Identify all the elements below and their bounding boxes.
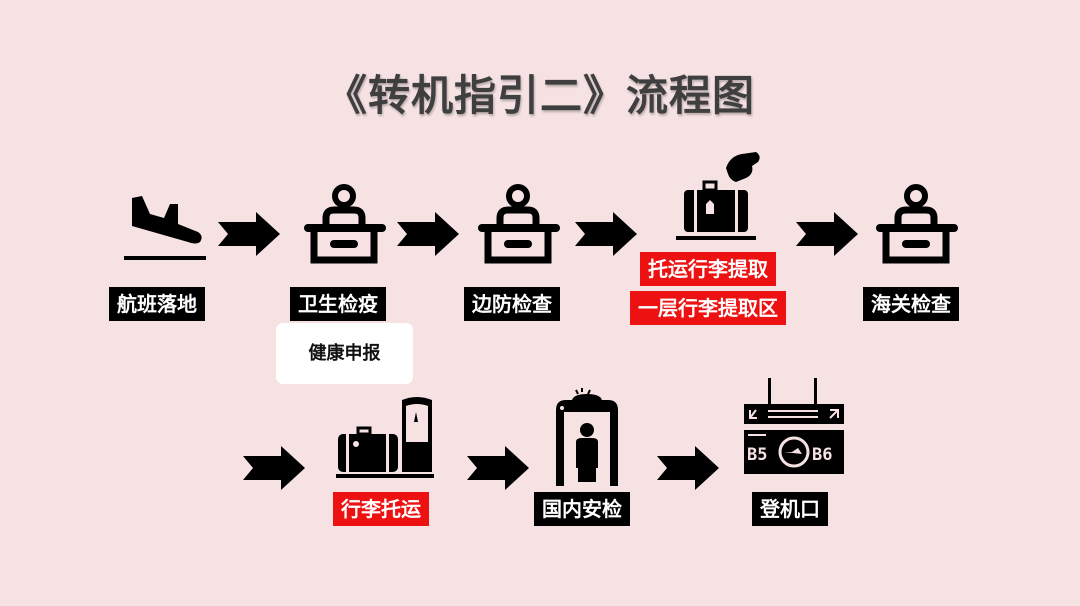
- arrow-icon: [657, 446, 719, 490]
- step-label-health-quarantine: 卫生检疫: [290, 287, 386, 321]
- step-label-domestic-security: 国内安检: [534, 492, 630, 526]
- inspection-desk-icon: [478, 184, 560, 264]
- gate-code-b6: B6: [812, 445, 832, 465]
- diagram-title: 《转机指引二》流程图: [324, 71, 755, 120]
- arrow-icon: [796, 212, 858, 256]
- step-label-baggage-claim: 托运行李提取: [640, 252, 776, 286]
- arrow-icon: [243, 446, 305, 490]
- gate-sign-icon: B5 B6: [744, 378, 844, 474]
- arrow-icon: [575, 212, 637, 256]
- step-label-baggage-claim-area: 一层行李提取区: [630, 291, 786, 325]
- arrow-icon: [467, 446, 529, 490]
- step-label-baggage-checkin: 行李托运: [333, 492, 429, 526]
- step-label-flight-landing: 航班落地: [109, 287, 205, 321]
- step-label-boarding-gate: 登机口: [752, 492, 828, 526]
- step-label-border-inspection: 边防检查: [464, 287, 560, 321]
- health-declaration-note: 健康申报: [276, 323, 413, 384]
- plane-landing-icon: [124, 196, 206, 260]
- security-gate-icon: [556, 388, 618, 486]
- arrow-icon: [397, 212, 459, 256]
- arrow-icon: [218, 212, 280, 256]
- baggage-checkin-icon: [336, 397, 434, 478]
- inspection-desk-icon: [876, 184, 958, 264]
- inspection-desk-icon: [304, 184, 386, 264]
- step-label-customs: 海关检查: [863, 287, 959, 321]
- baggage-claim-icon: [676, 152, 760, 240]
- gate-code-b5: B5: [747, 445, 767, 465]
